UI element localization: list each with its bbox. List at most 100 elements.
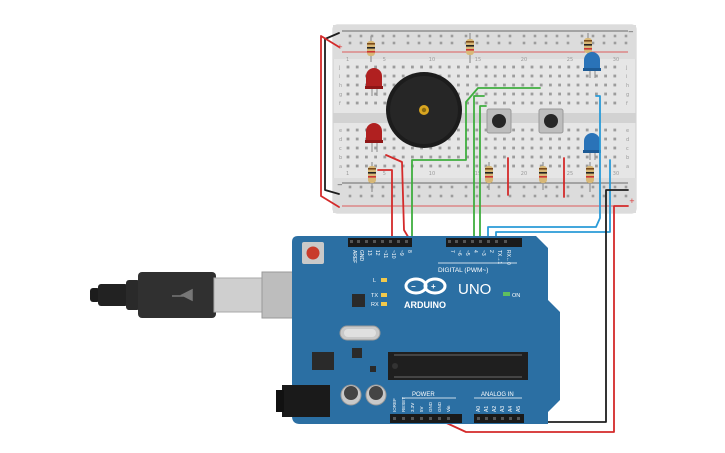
breadboard-hole[interactable] bbox=[549, 146, 552, 150]
breadboard-hole[interactable] bbox=[475, 164, 479, 168]
header-pin[interactable] bbox=[411, 417, 414, 420]
rail-hole[interactable] bbox=[450, 34, 454, 38]
breadboard-hole[interactable] bbox=[512, 74, 515, 78]
breadboard-hole[interactable] bbox=[484, 65, 488, 69]
breadboard-hole[interactable] bbox=[466, 83, 469, 87]
breadboard-hole[interactable] bbox=[521, 137, 525, 141]
breadboard-hole[interactable] bbox=[539, 155, 543, 159]
rail-hole[interactable] bbox=[381, 34, 385, 38]
breadboard-hole[interactable] bbox=[539, 164, 543, 168]
breadboard-hole[interactable] bbox=[355, 137, 359, 141]
breadboard-hole[interactable] bbox=[447, 146, 451, 150]
wire-red-pin12[interactable] bbox=[385, 154, 411, 241]
breadboard-hole[interactable] bbox=[549, 137, 552, 141]
breadboard-hole[interactable] bbox=[604, 164, 607, 168]
red-led-bottom[interactable] bbox=[365, 123, 383, 152]
rail-hole[interactable] bbox=[591, 185, 595, 189]
breadboard-hole[interactable] bbox=[355, 164, 359, 168]
header-pin[interactable] bbox=[493, 417, 496, 420]
rail-hole[interactable] bbox=[602, 41, 606, 45]
breadboard-hole[interactable] bbox=[558, 65, 561, 69]
breadboard-hole[interactable] bbox=[549, 92, 552, 96]
piezo-buzzer[interactable] bbox=[386, 72, 462, 148]
rail-hole[interactable] bbox=[555, 41, 559, 45]
breadboard-hole[interactable] bbox=[365, 65, 368, 69]
breadboard-hole[interactable] bbox=[493, 137, 497, 141]
wire-green-pin6[interactable] bbox=[473, 95, 485, 241]
breadboard-hole[interactable] bbox=[567, 101, 571, 105]
breadboard-hole[interactable] bbox=[447, 155, 451, 159]
breadboard-hole[interactable] bbox=[346, 137, 350, 141]
rail-hole[interactable] bbox=[381, 194, 385, 198]
wire-blue-pin4[interactable] bbox=[487, 95, 601, 241]
breadboard-hole[interactable] bbox=[613, 155, 617, 159]
breadboard-hole[interactable] bbox=[447, 74, 451, 78]
breadboard-hole[interactable] bbox=[604, 74, 607, 78]
breadboard-hole[interactable] bbox=[346, 65, 350, 69]
rail-hole[interactable] bbox=[370, 194, 374, 198]
breadboard-hole[interactable] bbox=[429, 155, 433, 159]
resistor-top-1[interactable] bbox=[367, 36, 375, 62]
breadboard-hole[interactable] bbox=[576, 155, 580, 159]
rail-hole[interactable] bbox=[533, 185, 537, 189]
rail-hole[interactable] bbox=[566, 34, 570, 38]
breadboard-hole[interactable] bbox=[567, 146, 571, 150]
header-pin[interactable] bbox=[438, 417, 441, 420]
breadboard-hole[interactable] bbox=[503, 83, 506, 87]
header-pin[interactable] bbox=[429, 417, 432, 420]
rail-hole[interactable] bbox=[522, 41, 526, 45]
rail-hole[interactable] bbox=[544, 185, 548, 189]
breadboard-hole[interactable] bbox=[466, 137, 469, 141]
breadboard-hole[interactable] bbox=[457, 146, 460, 150]
rail-hole[interactable] bbox=[486, 41, 490, 45]
breadboard-hole[interactable] bbox=[567, 137, 571, 141]
breadboard-hole[interactable] bbox=[549, 155, 552, 159]
breadboard-hole[interactable] bbox=[346, 146, 350, 150]
breadboard-hole[interactable] bbox=[466, 128, 469, 132]
rail-hole[interactable] bbox=[406, 185, 410, 189]
header-pin[interactable] bbox=[485, 417, 488, 420]
breadboard-hole[interactable] bbox=[475, 155, 479, 159]
breadboard-hole[interactable] bbox=[558, 146, 561, 150]
breadboard-hole[interactable] bbox=[539, 101, 543, 105]
breadboard-hole[interactable] bbox=[604, 137, 607, 141]
breadboard-hole[interactable] bbox=[576, 164, 580, 168]
breadboard-hole[interactable] bbox=[595, 83, 598, 87]
breadboard-hole[interactable] bbox=[493, 83, 497, 87]
breadboard-hole[interactable] bbox=[484, 83, 488, 87]
breadboard-hole[interactable] bbox=[484, 146, 488, 150]
breadboard-hole[interactable] bbox=[457, 164, 460, 168]
breadboard-hole[interactable] bbox=[558, 92, 561, 96]
breadboard-hole[interactable] bbox=[401, 74, 405, 78]
header-pin[interactable] bbox=[487, 240, 490, 243]
rail-hole[interactable] bbox=[624, 34, 628, 38]
rail-hole[interactable] bbox=[591, 34, 595, 38]
resistor-bottom-4[interactable] bbox=[586, 162, 594, 192]
rail-hole[interactable] bbox=[522, 34, 526, 38]
blue-led-top[interactable] bbox=[583, 52, 601, 78]
rail-hole[interactable] bbox=[580, 34, 584, 38]
breadboard-hole[interactable] bbox=[613, 137, 617, 141]
rail-hole[interactable] bbox=[475, 194, 479, 198]
breadboard-hole[interactable] bbox=[484, 155, 488, 159]
header-pin[interactable] bbox=[420, 417, 423, 420]
breadboard-hole[interactable] bbox=[585, 155, 589, 159]
breadboard-hole[interactable] bbox=[493, 101, 497, 105]
breadboard-hole[interactable] bbox=[549, 65, 552, 69]
breadboard-hole[interactable] bbox=[374, 155, 377, 159]
breadboard-hole[interactable] bbox=[613, 65, 617, 69]
breadboard-hole[interactable] bbox=[475, 128, 479, 132]
breadboard-hole[interactable] bbox=[595, 164, 598, 168]
pushbutton-2[interactable] bbox=[538, 108, 564, 134]
breadboard-hole[interactable] bbox=[493, 164, 497, 168]
red-led-top[interactable] bbox=[365, 68, 383, 96]
rail-hole[interactable] bbox=[450, 194, 454, 198]
breadboard-hole[interactable] bbox=[549, 164, 552, 168]
breadboard-hole[interactable] bbox=[429, 65, 433, 69]
header-pin[interactable] bbox=[501, 417, 504, 420]
rail-hole[interactable] bbox=[359, 34, 363, 38]
breadboard-hole[interactable] bbox=[530, 65, 534, 69]
breadboard-hole[interactable] bbox=[383, 74, 387, 78]
rail-hole[interactable] bbox=[624, 185, 628, 189]
